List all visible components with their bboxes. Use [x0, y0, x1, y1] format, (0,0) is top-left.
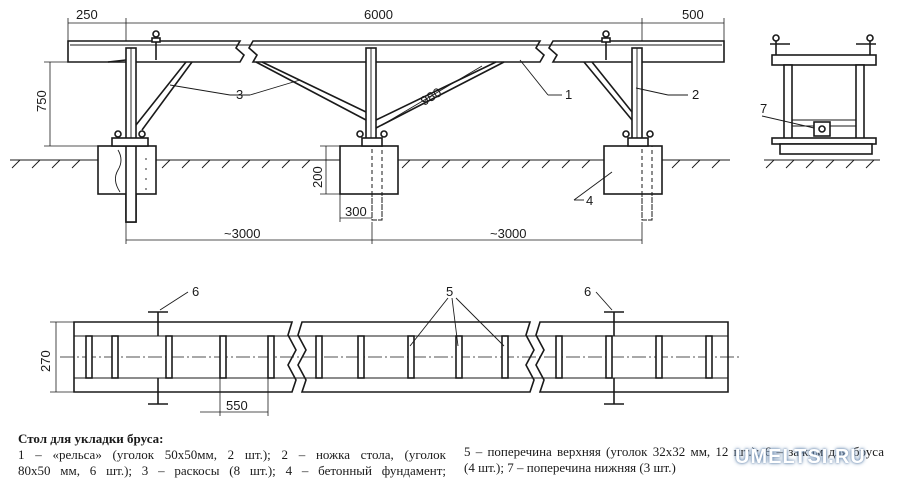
foundation-left: [97, 130, 157, 223]
dim-span: 6000: [364, 7, 393, 22]
callout-upper-crossbar: 5: [446, 284, 453, 299]
plan-clamp-right: [604, 311, 624, 405]
braces: [107, 59, 633, 131]
foundation-middle: [339, 130, 399, 221]
dim-foundation-width: 300: [345, 204, 367, 219]
plan-clamp-left: [148, 311, 168, 405]
rail-beam: [67, 40, 725, 63]
caption-right-line1: 5 – поперечина верхняя (уголок 32х32 мм,…: [464, 444, 884, 459]
dim-leg-spacing-right: ~3000: [490, 226, 527, 241]
dim-overhang-left: 250: [76, 7, 98, 22]
callout-clamp-left: 6: [192, 284, 199, 299]
callout-foundation: 4: [586, 193, 593, 208]
dim-table-width: 270: [38, 350, 53, 372]
dim-leg-spacing-left: ~3000: [224, 226, 261, 241]
watermark-logo: UMELTSI.RU: [735, 446, 866, 468]
plan-view: 270 550 6 6 5: [38, 284, 740, 416]
callout-clamp-right: 6: [584, 284, 591, 299]
end-view: 7: [760, 34, 880, 169]
foundation-right: [603, 130, 663, 221]
caption-right: 5 – поперечина верхняя (уголок 32х32 мм,…: [464, 444, 884, 476]
top-clamp-left: [151, 30, 161, 60]
caption-left-line1: 1 – «рельса» (уголок 50х50мм, 2 шт.); 2 …: [18, 447, 446, 462]
top-clamp-right: [601, 30, 611, 60]
crossbars: [85, 335, 713, 379]
dim-overhang-right: 500: [682, 7, 704, 22]
caption-left: Стол для укладки бруса: 1 – «рельса» (уг…: [18, 431, 446, 479]
dim-foundation-height: 200: [310, 166, 325, 188]
dim-height: 750: [34, 90, 49, 112]
leader-lines: [169, 59, 688, 201]
callout-leg: 2: [692, 87, 699, 102]
dim-crossbar-spacing: 550: [226, 398, 248, 413]
callout-brace: 3: [236, 87, 243, 102]
side-view: 250 6000 500 750 980 200 300 ~3000 ~3000…: [10, 7, 730, 244]
caption-left-line2: 80х50 мм, 6 шт.); 3 – раскосы (8 шт.); 4…: [18, 463, 446, 478]
caption-right-line2: (4 шт.); 7 – поперечина нижняя (3 шт.): [464, 460, 676, 475]
callout-lower-crossbar: 7: [760, 101, 767, 116]
callout-rail: 1: [565, 87, 572, 102]
caption-title: Стол для укладки бруса:: [18, 431, 164, 446]
dimension-lines: [44, 18, 725, 244]
